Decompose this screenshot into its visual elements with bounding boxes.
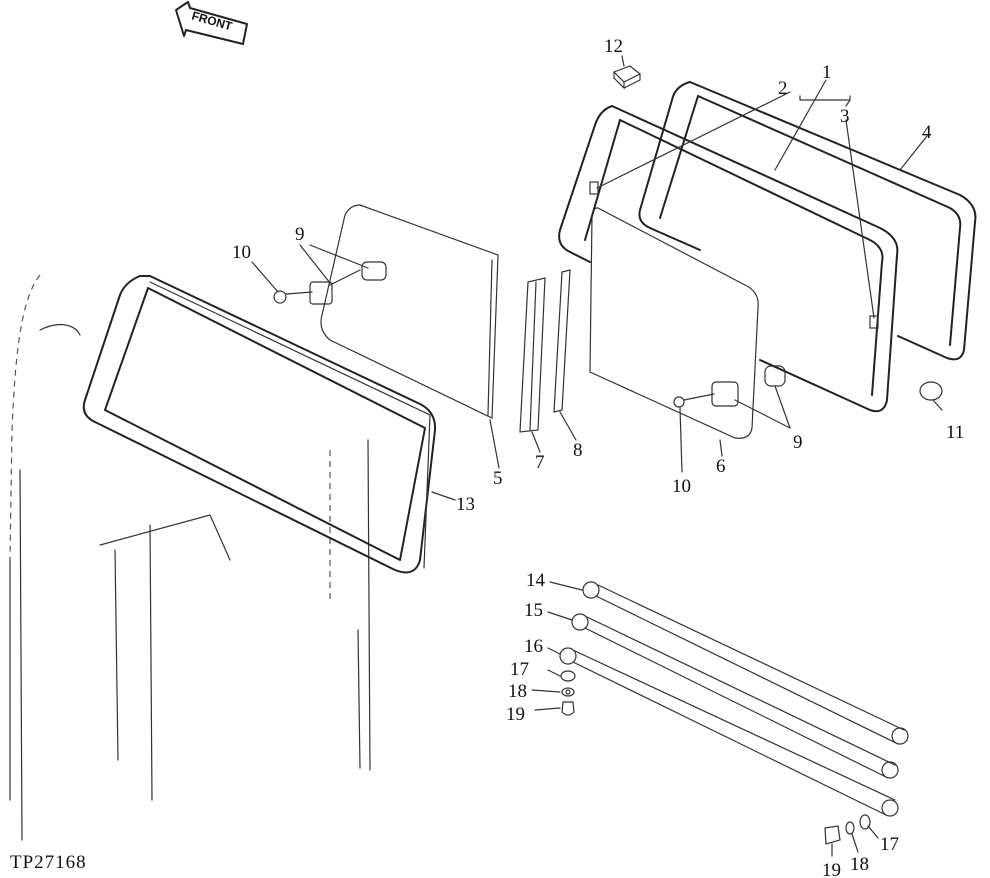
seal-strip-8 bbox=[553, 269, 571, 413]
callout-6: 6 bbox=[716, 456, 726, 477]
callout-4: 4 bbox=[922, 122, 932, 143]
callout-18-left: 18 bbox=[508, 681, 527, 702]
callout-19-left: 19 bbox=[506, 704, 525, 725]
rod-15 bbox=[571, 613, 899, 779]
glass-panel-5 bbox=[320, 204, 499, 419]
callout-1: 1 bbox=[822, 62, 832, 83]
washer-18-left bbox=[561, 687, 575, 697]
washer-17-left bbox=[560, 670, 576, 682]
figure-reference-code: TP27168 bbox=[10, 852, 87, 873]
callout-19-right: 19 bbox=[822, 860, 841, 878]
window-frame-1 bbox=[558, 105, 899, 413]
callout-16: 16 bbox=[524, 636, 543, 657]
callout-12: 12 bbox=[604, 36, 623, 57]
leader-lines bbox=[251, 55, 943, 857]
callout-9-right: 9 bbox=[793, 432, 803, 453]
callout-labels: 1 2 3 4 5 6 7 8 9 9 10 10 11 12 13 14 15… bbox=[232, 36, 964, 878]
callout-15: 15 bbox=[524, 600, 543, 621]
callout-18-right: 18 bbox=[850, 854, 869, 875]
cap-11 bbox=[919, 381, 943, 401]
callout-7: 7 bbox=[535, 452, 545, 473]
window-frame-4 bbox=[638, 81, 977, 361]
latch-assembly-left bbox=[273, 261, 387, 305]
bolt-19-left bbox=[561, 701, 575, 716]
callout-14: 14 bbox=[526, 570, 546, 591]
callout-17-right: 17 bbox=[880, 834, 899, 855]
callout-10-left: 10 bbox=[232, 242, 251, 263]
seal-strip-7 bbox=[519, 277, 546, 433]
window-frame-13 bbox=[82, 275, 437, 574]
callout-17-left: 17 bbox=[510, 659, 529, 680]
cab-body-outline bbox=[9, 274, 371, 841]
rod-16 bbox=[559, 647, 899, 817]
front-arrow-icon: FRONT bbox=[175, 1, 248, 45]
callout-5: 5 bbox=[493, 468, 503, 489]
latch-assembly-right bbox=[673, 365, 786, 408]
callout-9-left: 9 bbox=[295, 224, 305, 245]
callout-2: 2 bbox=[778, 78, 788, 99]
bolt-19-right bbox=[824, 825, 841, 845]
callout-3: 3 bbox=[840, 106, 850, 127]
washer-18-right bbox=[845, 821, 855, 835]
front-label: FRONT bbox=[190, 9, 234, 34]
callout-13: 13 bbox=[456, 494, 475, 515]
washer-17-right bbox=[859, 814, 871, 830]
callout-10-right: 10 bbox=[672, 476, 691, 497]
callout-11: 11 bbox=[946, 422, 964, 443]
rod-14 bbox=[582, 581, 909, 745]
block-12 bbox=[612, 65, 642, 90]
callout-8: 8 bbox=[573, 440, 583, 461]
